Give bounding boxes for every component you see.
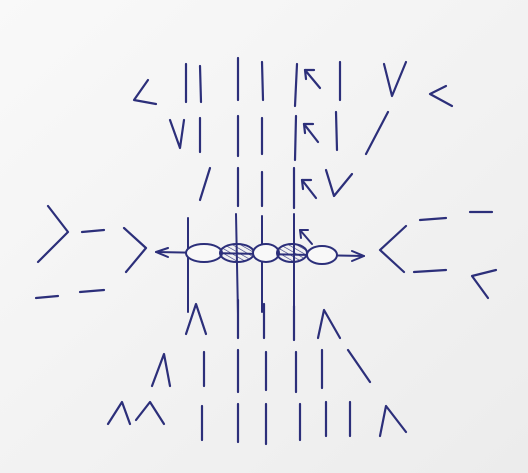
dash-mark — [80, 228, 106, 234]
particle — [306, 245, 338, 265]
slash-mark — [198, 166, 212, 202]
caret-mark — [134, 400, 166, 426]
central-axis — [155, 213, 365, 315]
vertical-stroke — [293, 114, 298, 162]
dash-mark — [412, 268, 448, 274]
vertical-stroke — [198, 64, 203, 104]
vertical-stroke — [334, 110, 339, 152]
vertical-stroke — [260, 60, 265, 102]
particle — [185, 243, 223, 263]
particle-hatched — [276, 243, 308, 263]
slash-mark — [346, 348, 372, 384]
caret-mark — [378, 404, 408, 438]
particle — [252, 243, 280, 263]
dash-mark — [418, 216, 448, 222]
arrow-stroke — [303, 68, 322, 90]
arrow-stroke — [299, 229, 313, 245]
left-axis-arrowhead — [155, 247, 169, 258]
right-small-chevron — [470, 268, 498, 300]
arrow-head — [300, 178, 313, 191]
axis-vertical — [235, 213, 239, 315]
left-chevron — [378, 224, 408, 274]
v-mark — [168, 118, 186, 150]
caret-mark — [106, 400, 132, 426]
dash-mark — [34, 294, 60, 300]
caret-mark — [150, 352, 172, 388]
right-chevron — [122, 226, 148, 274]
dash-mark — [78, 288, 106, 294]
caret-mark — [184, 302, 208, 336]
left-big-chevron — [36, 204, 70, 264]
arrow-stroke — [300, 178, 318, 200]
upper-left-chevron — [132, 78, 158, 106]
particle-hatched — [219, 243, 255, 263]
upper-right-chevron — [428, 84, 454, 108]
arrow-head — [302, 122, 315, 135]
left-field-lines — [34, 204, 148, 300]
caret-mark — [316, 308, 342, 340]
arrow-head — [299, 229, 309, 239]
lower-field-lines — [106, 298, 408, 446]
right-axis-arrowhead — [351, 250, 365, 262]
v-mark — [382, 60, 408, 98]
arrow-stroke — [302, 122, 320, 144]
slash-mark — [364, 110, 390, 156]
vertical-stroke — [293, 62, 299, 108]
v-mark — [324, 168, 354, 198]
upper-field-lines — [132, 56, 454, 210]
arrow-head — [303, 68, 316, 81]
right-field-lines — [378, 210, 498, 300]
